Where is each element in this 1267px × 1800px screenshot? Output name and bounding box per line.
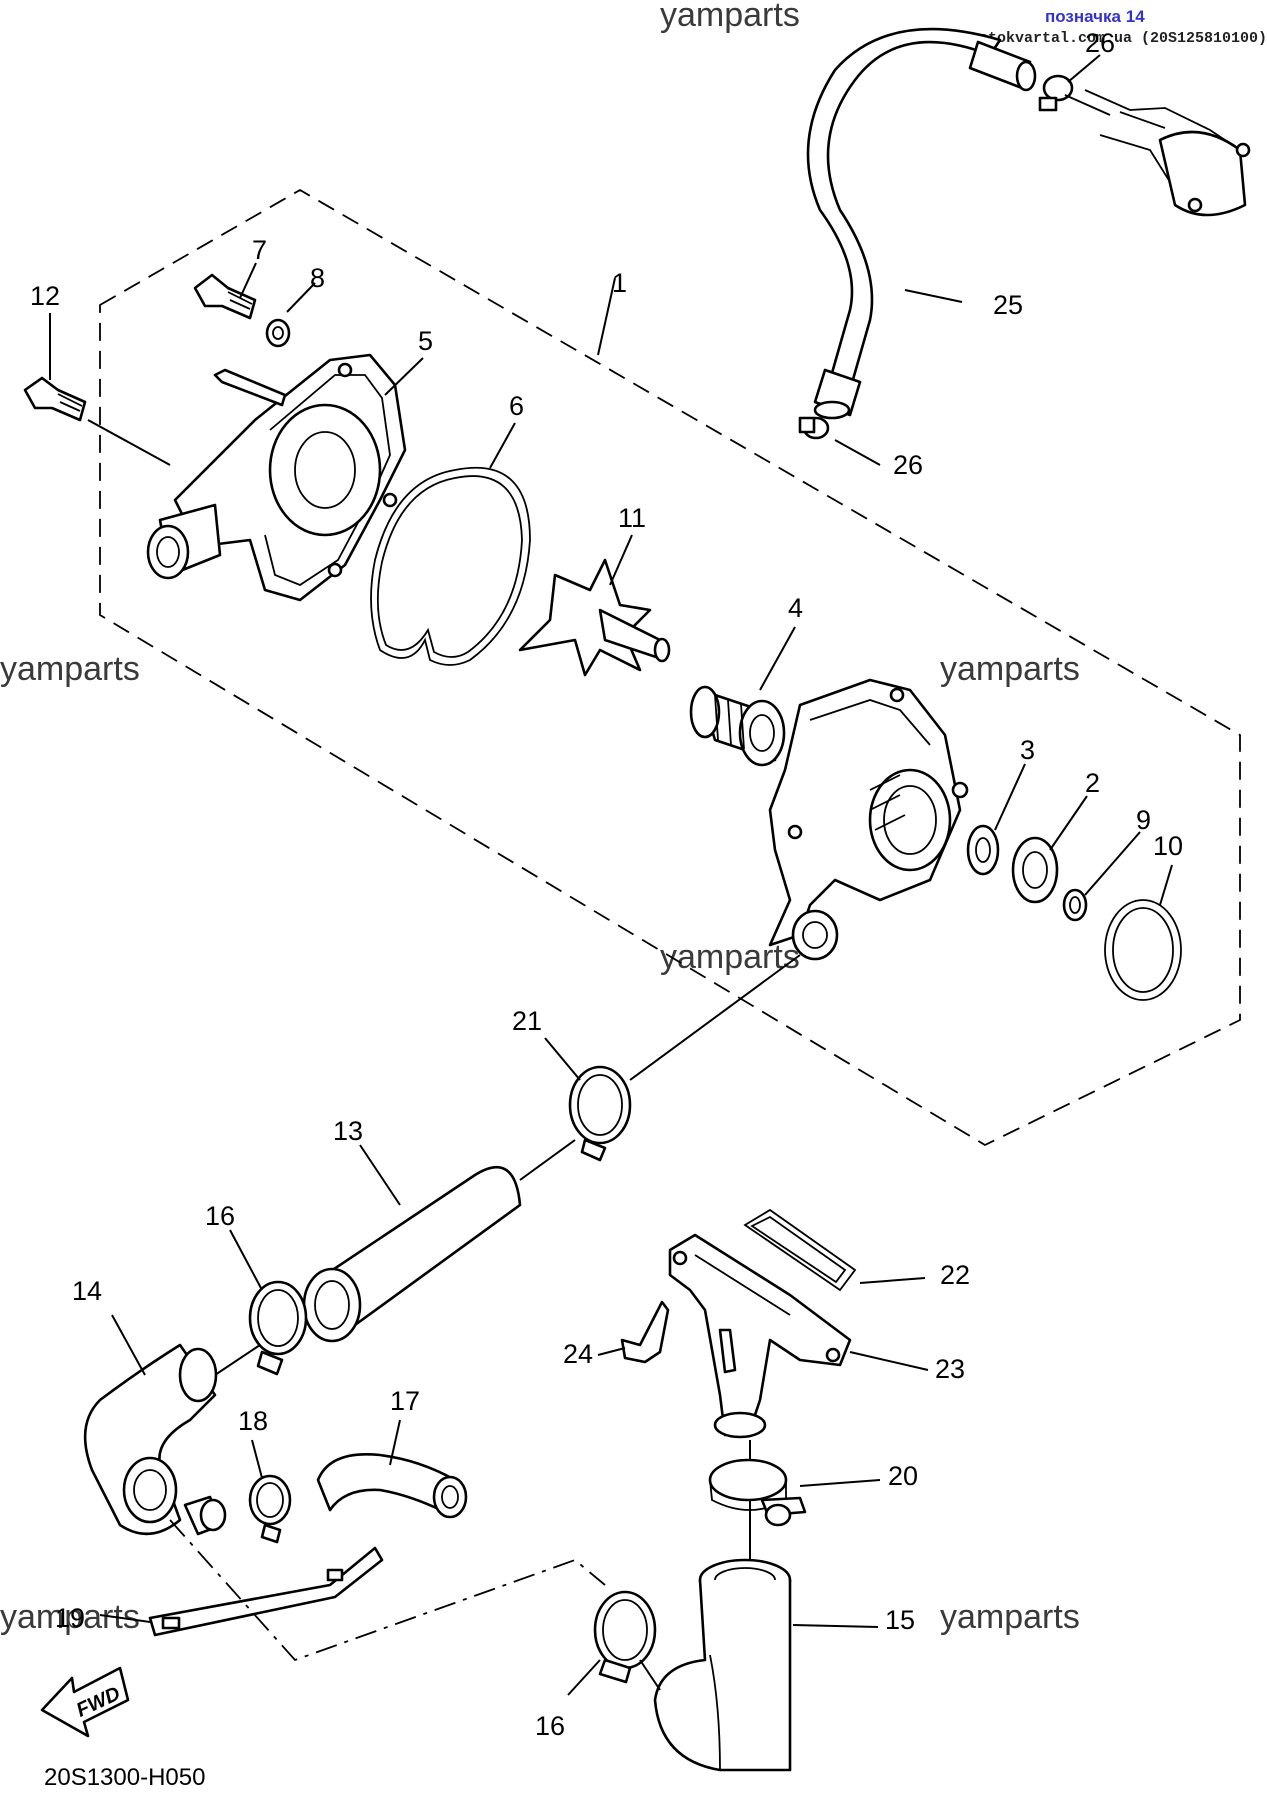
pump-assembly-boundary — [99, 188, 1241, 1147]
hose-13 — [302, 1165, 522, 1343]
hose-clamp-21 — [568, 1065, 632, 1162]
callout-3: 3 — [1020, 735, 1035, 765]
hose-clamp-20 — [708, 1458, 807, 1527]
o-ring-10 — [1104, 899, 1182, 1001]
bolt-12 — [23, 376, 171, 466]
hose-clamp-lower — [798, 416, 830, 440]
callout-22: 22 — [940, 1260, 970, 1290]
header-source: motokvartal.com.ua (20S125810100) — [970, 30, 1267, 47]
callout-18: 18 — [238, 1406, 268, 1436]
callout-11: 11 — [618, 503, 646, 533]
watermark-bottom-right: yamparts — [940, 1598, 1080, 1636]
callout-7: 7 — [252, 235, 267, 265]
watermark-top: yamparts — [660, 0, 800, 34]
callout-23: 23 — [935, 1354, 965, 1384]
watermark-left: yamparts — [0, 650, 140, 688]
bolt-24 — [620, 1300, 670, 1364]
callout-14: 14 — [72, 1276, 102, 1306]
callout-16-lower: 16 — [535, 1711, 565, 1741]
gasket-22 — [743, 1208, 857, 1292]
callout-25: 25 — [993, 290, 1023, 320]
callout-19: 19 — [55, 1603, 85, 1633]
hose-clamp-16-upper — [248, 1280, 308, 1376]
header-label: позначка 14 — [1045, 7, 1145, 26]
callout-26-top: 26 — [1085, 28, 1115, 58]
pump-housing — [768, 678, 969, 961]
bypass-hose — [806, 27, 1037, 420]
callout-2: 2 — [1085, 768, 1100, 798]
washer-8 — [265, 318, 291, 348]
callout-4: 4 — [788, 593, 803, 623]
callout-26-lower: 26 — [893, 450, 923, 480]
bolt-7 — [193, 273, 257, 320]
callout-20: 20 — [888, 1461, 918, 1491]
strap-19 — [148, 1546, 384, 1637]
diagram-code: 20S1300-H050 — [44, 1764, 205, 1791]
callout-24: 24 — [563, 1339, 593, 1369]
gasket-6 — [370, 466, 531, 666]
mechanical-seal-4 — [689, 685, 786, 767]
callout-17: 17 — [390, 1386, 420, 1416]
callout-5: 5 — [418, 326, 433, 356]
callout-13: 13 — [333, 1116, 363, 1146]
elbow-hose-14 — [83, 1343, 227, 1536]
pump-cover-5 — [146, 353, 407, 602]
hose-clamp-top — [1038, 74, 1074, 112]
impeller-11 — [518, 558, 671, 677]
hose-clamp-16-lower — [593, 1590, 657, 1684]
callout-6: 6 — [509, 391, 524, 421]
fwd-arrow-icon: FWD — [40, 1666, 130, 1738]
hose-clamp-18 — [248, 1474, 292, 1544]
watermark-right: yamparts — [940, 650, 1080, 688]
hose-17 — [316, 1453, 468, 1519]
engine-fitting-top-right — [1064, 89, 1251, 217]
bearing-2 — [1011, 836, 1059, 904]
callout-15: 15 — [885, 1605, 915, 1635]
callout-1: 1 — [612, 268, 627, 298]
callout-9: 9 — [1136, 805, 1151, 835]
callout-numbers: 1 2 3 4 5 6 7 8 9 10 11 12 13 14 15 16 1… — [30, 28, 1183, 1741]
oil-seal-3 — [966, 824, 1000, 876]
callout-12: 12 — [30, 281, 60, 311]
circlip-9 — [1062, 888, 1088, 922]
callout-8: 8 — [310, 263, 325, 293]
callout-10: 10 — [1153, 831, 1183, 861]
watermark-center: yamparts — [660, 938, 800, 976]
callout-16-upper: 16 — [205, 1201, 235, 1231]
callout-leaders — [49, 54, 1173, 1696]
thermostat-cover-23 — [668, 1233, 852, 1439]
hose-15 — [653, 1558, 792, 1772]
callout-21: 21 — [512, 1006, 542, 1036]
